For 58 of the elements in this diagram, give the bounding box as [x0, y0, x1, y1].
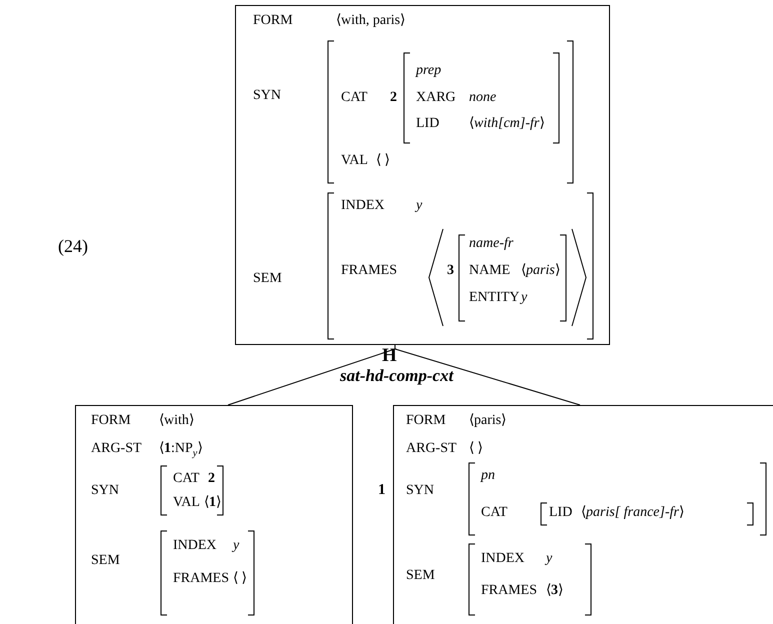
tag-number: 1 — [378, 481, 386, 500]
feature-name: SYN — [406, 482, 434, 500]
feature-name: SYN — [253, 87, 282, 105]
feature-value: ⟨1⟩ — [204, 494, 221, 512]
tag-number: 3 — [447, 262, 454, 280]
feature-name: FORM — [406, 412, 446, 430]
example-number: (24) — [58, 236, 88, 256]
feature-name: VAL — [173, 494, 200, 512]
construction-name: sat-hd-comp-cxt — [340, 366, 454, 386]
tag-number: 2 — [390, 89, 397, 107]
feature-name: FRAMES — [481, 582, 538, 600]
feature-value: ⟨ ⟩ — [469, 440, 482, 458]
feature-name: CAT — [341, 89, 368, 107]
feature-name: LID — [549, 504, 572, 522]
tree-branch-line — [394, 344, 580, 406]
feature-value: pn — [481, 467, 495, 485]
feature-name: ARG-ST — [91, 440, 142, 458]
feature-name: SYN — [91, 482, 120, 500]
feature-name: LID — [416, 115, 440, 133]
feature-name: CAT — [481, 504, 508, 522]
feature-name: NAME — [469, 262, 510, 280]
feature-name: CAT — [173, 470, 200, 488]
feature-value: y — [233, 537, 240, 555]
feature-name: SEM — [253, 270, 282, 288]
feature-name: SEM — [91, 552, 120, 570]
tag-number: 2 — [208, 470, 215, 488]
feature-value: name-fr — [469, 235, 514, 253]
avm-box — [75, 405, 353, 624]
feature-value: ⟨3⟩ — [546, 582, 563, 600]
feature-name: ENTITY — [469, 289, 520, 307]
feature-value: ⟨ ⟩ — [376, 152, 390, 170]
feature-value: ⟨ ⟩ — [233, 570, 246, 588]
feature-value: ⟨paris⟩ — [521, 262, 560, 280]
feature-value: y — [521, 289, 528, 307]
feature-value: ⟨paris⟩ — [469, 412, 506, 430]
feature-name: INDEX — [173, 537, 217, 555]
feature-name: INDEX — [481, 550, 525, 568]
feature-value: prep — [416, 62, 442, 80]
feature-name: ARG-ST — [406, 440, 457, 458]
feature-name: XARG — [416, 89, 456, 107]
avm-box — [393, 405, 773, 624]
feature-value: ⟨with⟩ — [159, 412, 194, 430]
feature-value: ⟨with, paris⟩ — [336, 12, 406, 30]
feature-value: y — [546, 550, 552, 568]
feature-name: FORM — [253, 12, 293, 30]
feature-name: INDEX — [341, 197, 385, 215]
head-daughter-mark: H — [382, 346, 397, 366]
feature-name: SEM — [406, 567, 435, 585]
feature-value: y — [416, 197, 422, 215]
feature-value: ⟨with[cm]-fr⟩ — [469, 115, 544, 133]
feature-name: VAL — [341, 152, 368, 170]
avm-box — [235, 5, 610, 345]
feature-name: FRAMES — [341, 262, 398, 280]
feature-name: FORM — [91, 412, 131, 430]
feature-value: ⟨paris[ france]-fr⟩ — [581, 504, 684, 522]
feature-value: ⟨1:NP$_{y}$⟩ — [159, 440, 202, 461]
feature-value: none — [469, 89, 496, 107]
feature-name: FRAMES — [173, 570, 230, 588]
